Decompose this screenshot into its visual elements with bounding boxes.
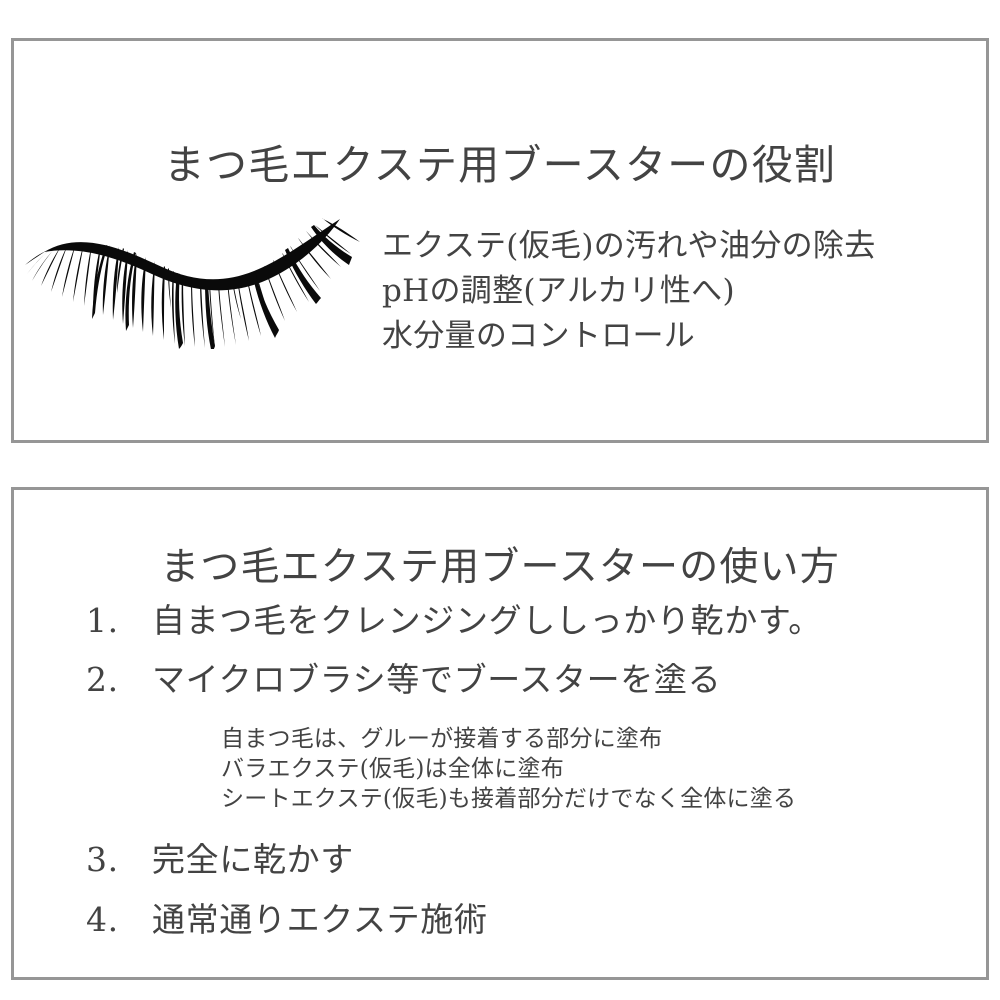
usage-step-1: 1. 自まつ毛をクレンジングししっかり乾かす。 [86,603,822,639]
role-line: pHの調整(アルカリ性へ) [382,273,735,309]
step-label: マイクロブラシ等でブースターを塗る [152,660,722,699]
step-number: 1. [86,601,119,640]
note-line: バラエクステ(仮毛)は全体に塗布 [221,756,564,782]
role-line: エクステ(仮毛)の汚れや油分の除去 [382,228,876,264]
usage-step-4: 4. 通常通りエクステ施術 [86,902,488,938]
usage-step-3: 3. 完全に乾かす [86,842,354,878]
step-number: 3. [86,840,119,879]
panel-booster-role: まつ毛エクステ用ブースターの役割 [11,38,989,443]
panel-booster-usage: まつ毛エクステ用ブースターの使い方 1. 自まつ毛をクレンジングししっかり乾かす… [11,487,989,980]
note-line: 自まつ毛は、グルーが接着する部分に塗布 [221,726,663,752]
step-label: 自まつ毛をクレンジングししっかり乾かす。 [152,601,822,640]
note-line: シートエクステ(仮毛)も接着部分だけでなく全体に塗る [221,786,797,812]
usage-step-2: 2. マイクロブラシ等でブースターを塗る [86,662,721,698]
usage-title: まつ毛エクステ用ブースターの使い方 [160,545,840,591]
page-title: まつ毛エクステ用ブースターの役割 [163,141,837,190]
step-number: 2. [86,660,119,699]
usage-step2-notes: 自まつ毛は、グルーが接着する部分に塗布 バラエクステ(仮毛)は全体に塗布 シート… [221,724,961,814]
step-label: 通常通りエクステ施術 [152,900,488,939]
role-line: 水分量のコントロール [382,318,696,354]
step-label: 完全に乾かす [152,840,354,879]
step-number: 4. [86,900,119,939]
role-description-list: エクステ(仮毛)の汚れや油分の除去 pHの調整(アルカリ性へ) 水分量のコントロ… [382,224,977,359]
eyelash-icon [22,189,372,349]
